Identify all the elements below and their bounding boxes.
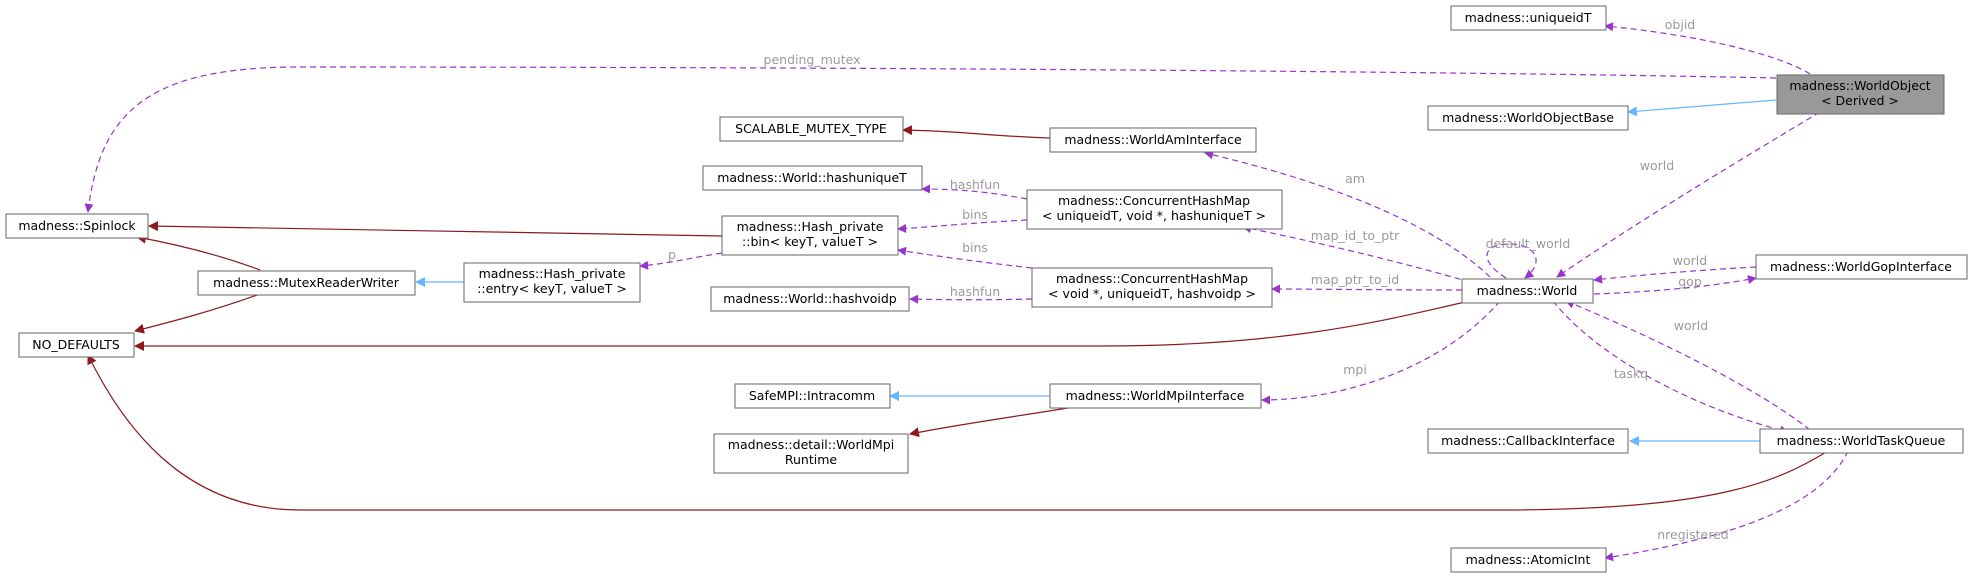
node-world[interactable]: madness::World (1461, 278, 1594, 304)
node-chm2-line1: madness::ConcurrentHashMap (1056, 271, 1248, 286)
node-worldgopinterface[interactable]: madness::WorldGopInterface (1755, 254, 1968, 280)
node-worldobject-line2: < Derived > (1821, 93, 1899, 108)
node-callbackinterface[interactable]: madness::CallbackInterface (1427, 428, 1629, 454)
label-bins-2: bins (962, 240, 988, 255)
node-hash-bin[interactable]: madness::Hash_private ::bin< keyT, value… (721, 215, 899, 256)
node-chm1[interactable]: madness::ConcurrentHashMap < uniqueidT, … (1026, 189, 1283, 230)
node-worldobject-line1: madness::WorldObject (1789, 78, 1930, 93)
node-worldmpiruntime-line1: madness::detail::WorldMpi (728, 437, 894, 452)
node-worldaminterface-label: madness::WorldAmInterface (1064, 132, 1242, 147)
edge-bins-1 (897, 219, 1028, 233)
node-worldmpiruntime-line2: Runtime (785, 452, 838, 467)
node-atomicint-label: madness::AtomicInt (1466, 552, 1591, 567)
label-objid: objid (1665, 17, 1695, 32)
node-uniqueidT[interactable]: madness::uniqueidT (1450, 5, 1607, 31)
label-taskq: taskq (1614, 366, 1648, 381)
edge-world-from-gop (1593, 266, 1757, 284)
label-map-ptr-to-id: map_ptr_to_id (1311, 272, 1399, 287)
node-uniqueidT-label: madness::uniqueidT (1465, 10, 1592, 25)
edge-objid (1604, 22, 1811, 75)
node-hash-entry-line2: ::entry< keyT, valueT > (477, 281, 627, 296)
node-atomicint[interactable]: madness::AtomicInt (1450, 547, 1607, 573)
node-chm2[interactable]: madness::ConcurrentHashMap < void *, uni… (1031, 267, 1273, 308)
node-worldmpiinterface[interactable]: madness::WorldMpiInterface (1049, 383, 1262, 409)
label-hashfun-2: hashfun (950, 284, 1000, 299)
node-hash-bin-line2: ::bin< keyT, valueT > (742, 234, 878, 249)
edge-labels: objid pending_mutex world am hashfun bin… (668, 17, 1729, 542)
node-scalable-mutex[interactable]: SCALABLE_MUTEX_TYPE (719, 116, 904, 142)
node-world-label: madness::World (1477, 283, 1578, 298)
edge-am (1204, 150, 1491, 278)
node-hashvoidp[interactable]: madness::World::hashvoidp (710, 286, 910, 312)
node-chm1-line1: madness::ConcurrentHashMap (1058, 193, 1250, 208)
edge-private-mutexrw-spinlock (136, 233, 261, 271)
node-mutexreaderwriter-label: madness::MutexReaderWriter (213, 275, 400, 290)
node-hash-entry[interactable]: madness::Hash_private ::entry< keyT, val… (463, 262, 641, 303)
label-nregistered: nregistered (1657, 527, 1728, 542)
node-chm1-line2: < uniqueidT, void *, hashuniqueT > (1042, 208, 1266, 223)
label-gop: gop (1678, 274, 1702, 289)
label-hashfun-1: hashfun (950, 177, 1000, 192)
label-am: am (1345, 171, 1365, 186)
edge-private-scalable-mutex (902, 125, 1051, 139)
nodes: madness::WorldObject < Derived > madness… (5, 5, 1968, 573)
node-hashuniqueT[interactable]: madness::World::hashuniqueT (702, 165, 923, 191)
edge-p (639, 252, 723, 270)
label-pending-mutex: pending_mutex (764, 52, 861, 67)
edge-mpi (1261, 300, 1501, 405)
edge-private-world-nodefaults (134, 300, 1471, 351)
node-callbackinterface-label: madness::CallbackInterface (1441, 433, 1615, 448)
edge-inherit-worldobjectbase (1627, 99, 1777, 117)
edge-nregistered (1604, 450, 1849, 562)
node-hash-bin-line1: madness::Hash_private (737, 219, 884, 234)
node-spinlock-label: madness::Spinlock (18, 218, 136, 233)
edge-map-ptr-to-id (1271, 284, 1463, 294)
edge-map-id-to-ptr (1242, 224, 1471, 283)
edge-gop (1593, 275, 1757, 295)
node-hash-entry-line1: madness::Hash_private (479, 266, 626, 281)
edges (84, 22, 1849, 562)
label-world-worldobject: world (1640, 158, 1674, 173)
edge-private-mutexrw-nodefaults (134, 293, 261, 334)
edge-pending-mutex (84, 66, 1777, 213)
node-hashuniqueT-label: madness::World::hashuniqueT (717, 170, 907, 185)
node-hashvoidp-label: madness::World::hashvoidp (723, 291, 897, 306)
node-no-defaults[interactable]: NO_DEFAULTS (18, 332, 135, 358)
label-p: p (668, 247, 676, 262)
node-worldmpiruntime[interactable]: madness::detail::WorldMpi Runtime (713, 433, 909, 474)
edge-hashfun-2 (909, 294, 1033, 304)
node-worldobjectbase[interactable]: madness::WorldObjectBase (1427, 105, 1629, 131)
label-world-taskqueue: world (1674, 318, 1708, 333)
node-chm2-line2: < void *, uniqueidT, hashvoidp > (1048, 286, 1256, 301)
node-worldgopinterface-label: madness::WorldGopInterface (1770, 259, 1952, 274)
node-worldobjectbase-label: madness::WorldObjectBase (1442, 110, 1614, 125)
label-map-id-to-ptr: map_id_to_ptr (1311, 228, 1400, 243)
edge-hashfun-1 (921, 184, 1028, 200)
node-intracomm-label: SafeMPI::Intracomm (749, 388, 875, 403)
edge-world-from-worldobject (1556, 111, 1821, 278)
edge-private-bin-spinlock (148, 221, 723, 237)
node-spinlock[interactable]: madness::Spinlock (5, 213, 149, 239)
node-worldtaskqueue-label: madness::WorldTaskQueue (1777, 433, 1946, 448)
node-mutexreaderwriter[interactable]: madness::MutexReaderWriter (197, 270, 416, 296)
edge-world-from-taskqueue (1565, 299, 1811, 431)
node-intracomm[interactable]: SafeMPI::Intracomm (734, 383, 891, 409)
edge-default-world (1486, 243, 1537, 279)
label-mpi: mpi (1343, 362, 1367, 377)
node-scalable-mutex-label: SCALABLE_MUTEX_TYPE (735, 121, 887, 136)
edge-bins-2 (897, 246, 1033, 269)
node-worldobject[interactable]: madness::WorldObject < Derived > (1776, 74, 1945, 115)
label-default-world: default_world (1486, 236, 1571, 251)
label-world-gop: world (1673, 253, 1707, 268)
node-worldaminterface[interactable]: madness::WorldAmInterface (1049, 127, 1257, 153)
edge-private-mpiruntime (909, 405, 1081, 438)
node-worldtaskqueue[interactable]: madness::WorldTaskQueue (1759, 428, 1964, 454)
edge-taskq (1552, 300, 1789, 435)
node-no-defaults-label: NO_DEFAULTS (32, 337, 120, 352)
label-bins-1: bins (962, 207, 988, 222)
edge-private-taskqueue-nodefaults (87, 354, 1829, 511)
node-worldmpiinterface-label: madness::WorldMpiInterface (1066, 388, 1245, 403)
